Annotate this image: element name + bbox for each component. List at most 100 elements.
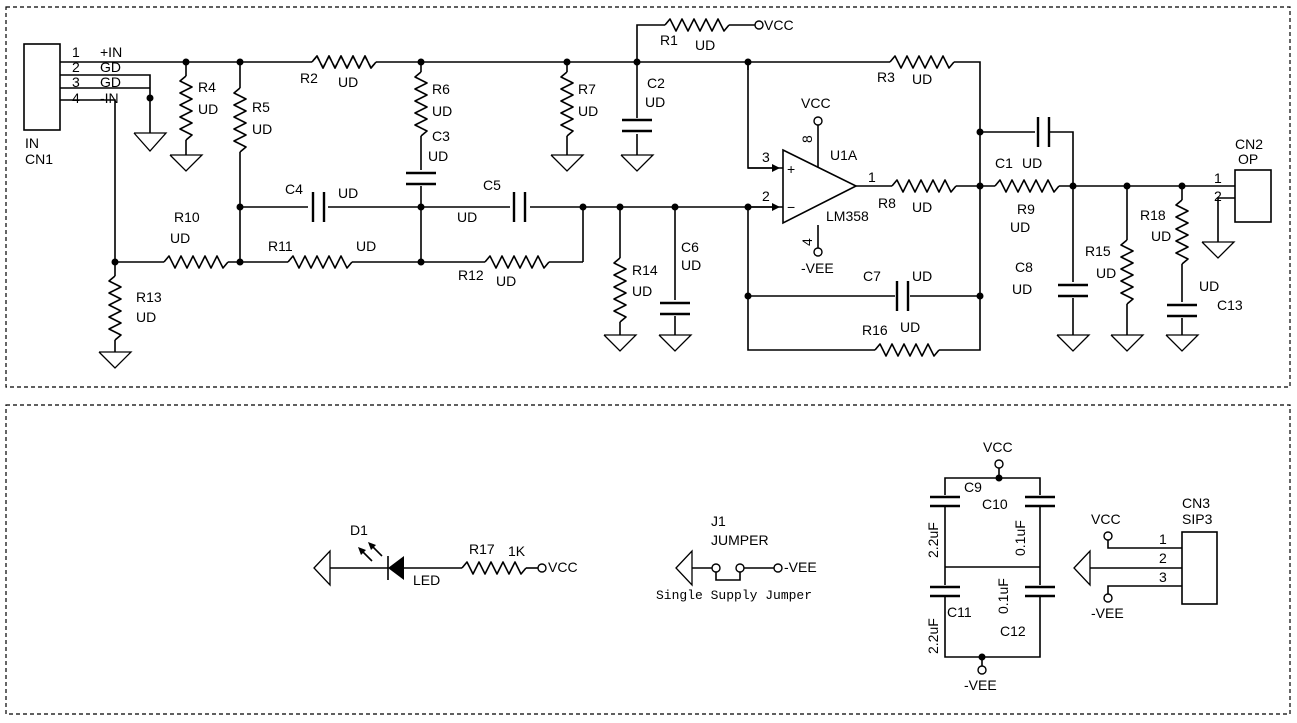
capacitor-value: UD: [645, 94, 665, 110]
capacitor-value: UD: [1022, 155, 1042, 171]
cn1-pin-number: 1: [72, 44, 80, 60]
cn1-pin-name: GD: [100, 59, 121, 75]
resistor-r10: R10 UD: [163, 209, 229, 269]
resistor-ref: R9: [1017, 201, 1035, 217]
resistor-value: UD: [198, 101, 218, 117]
resistor-r6: R6 UD: [414, 71, 452, 137]
cn2-label: OP: [1238, 151, 1258, 167]
cn2-ref: CN2: [1235, 136, 1263, 152]
cn3-ref: CN3: [1182, 495, 1210, 511]
capacitor-c6: C6 UD: [658, 239, 701, 316]
opamp-minus-sign: −: [787, 199, 795, 215]
capacitor-c2: C2 UD: [620, 75, 665, 134]
vee-label: -VEE: [1091, 605, 1124, 621]
resistor-r17: R17 1K VCC: [461, 541, 578, 575]
cn3-pin-number: 2: [1159, 550, 1167, 566]
resistor-value: UD: [252, 121, 272, 137]
capacitor-value: 0.1uF: [995, 578, 1011, 614]
resistor-r12: R12 UD: [458, 255, 550, 289]
capacitor-ref: C11: [947, 604, 972, 620]
ground-symbols: [98, 132, 1236, 369]
opamp-pin-number: 1: [868, 169, 876, 185]
vcc-label: VCC: [548, 559, 578, 575]
vcc-label: VCC: [764, 17, 794, 33]
resistor-r4: R4 UD: [179, 75, 218, 141]
resistor-value: UD: [496, 273, 516, 289]
capacitor-ref: C2: [647, 75, 665, 91]
resistor-r9: R9 UD: [994, 179, 1060, 235]
resistor-value: UD: [1151, 228, 1171, 244]
resistor-value: UD: [1010, 219, 1030, 235]
opamp-pin-number: 3: [762, 149, 770, 165]
capacitor-value: UD: [338, 185, 358, 201]
resistor-value: UD: [912, 199, 932, 215]
capacitor-c4: C4 UD: [285, 181, 358, 222]
capacitor-ref: C7: [863, 268, 881, 284]
capacitor-value: UD: [457, 209, 477, 225]
capacitor-ref: C8: [1015, 259, 1033, 275]
opamp-pin-number: 4: [799, 238, 815, 246]
capacitor-ref: C13: [1217, 297, 1243, 313]
resistor-ref: R12: [458, 267, 484, 283]
opamp-u1a: + − 3 2 1 U1A LM358 8 4 VCC -VEE: [748, 95, 876, 276]
led-ref: D1: [350, 522, 368, 538]
resistor-ref: R1: [660, 32, 678, 48]
opamp-ref: U1A: [830, 147, 858, 163]
capacitor-value: UD: [428, 148, 448, 164]
resistor-ref: R11: [268, 238, 293, 254]
resistor-r13: R13 UD: [108, 275, 162, 352]
cn1-label: IN: [25, 135, 39, 151]
decoupling-caps: VCC -VEE C9 C10 C11 C12 2.2uF 0.1uF 2.2u…: [925, 439, 1055, 693]
jumper-j1: J1 JUMPER -VEE Single Supply Jumper: [656, 513, 817, 603]
resistor-r3: R3 UD: [877, 55, 955, 87]
resistor-ref: R15: [1085, 243, 1111, 259]
resistor-value: UD: [912, 71, 932, 87]
resistor-ref: R5: [252, 99, 270, 115]
cn1-ref: CN1: [25, 151, 53, 167]
cn2-pin-number: 1: [1214, 170, 1222, 186]
capacitor-value: 2.2uF: [925, 618, 941, 654]
resistor-ref: R6: [432, 81, 450, 97]
vee-label: -VEE: [964, 677, 997, 693]
resistor-value: UD: [578, 103, 598, 119]
opamp-pin-number: 8: [799, 135, 815, 143]
cn3-pin-number: 3: [1159, 569, 1167, 585]
capacitor-ref: C10: [982, 496, 1008, 512]
resistor-ref: R2: [300, 70, 318, 86]
resistor-value: UD: [695, 37, 715, 53]
capacitor-c7: C7 UD: [863, 268, 932, 311]
resistor-ref: R14: [632, 262, 658, 278]
opamp-part: LM358: [826, 208, 869, 224]
vee-label: -VEE: [784, 559, 817, 575]
cn3-pin-number: 1: [1159, 531, 1167, 547]
resistor-ref: R17: [469, 541, 495, 557]
capacitor-value: UD: [1199, 278, 1219, 294]
cn2-pin-number: 2: [1214, 188, 1222, 204]
resistor-value: UD: [170, 230, 190, 246]
resistor-ref: R8: [878, 195, 896, 211]
resistor-value: UD: [900, 319, 920, 335]
resistor-ref: R3: [877, 69, 895, 85]
resistor-ref: R13: [136, 289, 162, 305]
cn1-pin-name: +IN: [100, 44, 122, 60]
resistor-ref: R4: [198, 79, 216, 95]
capacitor-value: UD: [1012, 281, 1032, 297]
led-label: LED: [413, 572, 440, 588]
connector-cn3: CN3 SIP3 1 2 3 VCC -VEE: [1073, 495, 1218, 621]
capacitor-ref: C3: [432, 128, 450, 144]
resistor-value: UD: [338, 74, 358, 90]
capacitor-c8: C8 UD: [1012, 259, 1090, 298]
capacitor-c1: C1 UD: [995, 117, 1051, 171]
opamp-pin-number: 2: [762, 188, 770, 204]
led-d1: D1 LED: [313, 522, 462, 588]
resistor-r15: R15 UD: [1085, 239, 1134, 305]
capacitor-c5: C5 UD: [457, 177, 527, 225]
resistor-value: UD: [356, 238, 376, 254]
vcc-label: VCC: [801, 95, 831, 111]
cn1-pin-number: 4: [72, 90, 80, 106]
resistor-r18: R18 UD: [1140, 199, 1189, 265]
vcc-label: VCC: [983, 439, 1013, 455]
capacitor-ref: C4: [285, 181, 303, 197]
resistor-ref: R7: [578, 81, 596, 97]
vee-label: -VEE: [801, 260, 834, 276]
